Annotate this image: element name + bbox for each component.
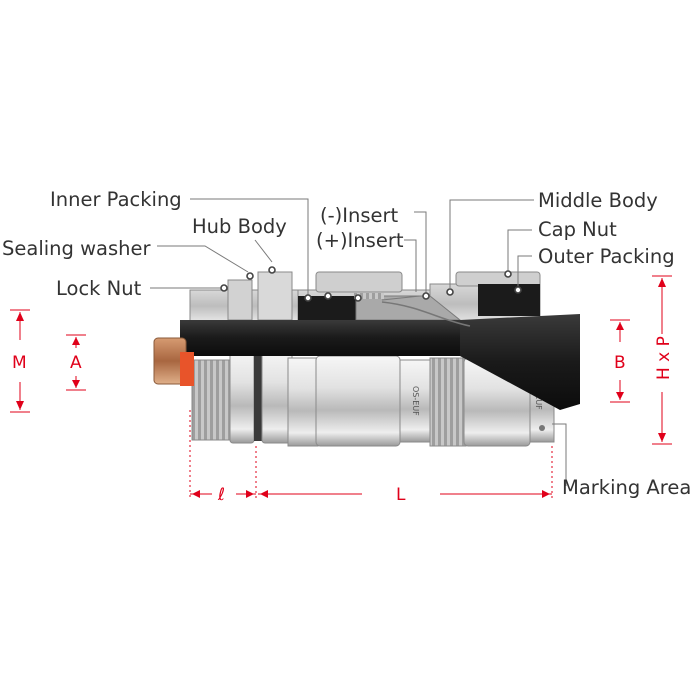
label-inner-packing: Inner Packing: [50, 188, 182, 211]
dim-label-m: M: [12, 353, 27, 373]
gland-body: OS-EUF OS-EUF: [191, 349, 555, 447]
callout-dots: [220, 266, 522, 302]
arrow-m-bottom: [16, 401, 24, 410]
marking-text-1: OS-EUF: [411, 386, 420, 416]
dim-label-hxp: H x P: [654, 336, 674, 380]
cable-wires: [381, 301, 471, 327]
cable: [153, 301, 580, 410]
leader-hub-body: [254, 239, 273, 263]
label-pos-insert: (+)Insert: [316, 229, 404, 252]
lock-nut-part: [229, 349, 255, 444]
dot-lock-nut: [220, 284, 228, 292]
insert-thread: [354, 293, 384, 299]
label-hub-body: Hub Body: [192, 215, 287, 238]
arrow-l-small-right: [246, 490, 254, 498]
arrow-hxp-top: [658, 278, 666, 287]
marking-dot: [539, 425, 545, 431]
arrow-b-top: [616, 322, 624, 330]
middle-body-hex: [315, 355, 401, 447]
leader-middle-body: [449, 199, 534, 288]
label-neg-insert: (-)Insert: [320, 204, 399, 227]
dot-outer-packing: [514, 286, 522, 294]
dot-hub-body: [268, 266, 276, 274]
label-sealing-washer: Sealing washer: [2, 237, 152, 260]
leader-pos-insert: [404, 239, 417, 292]
dot-sealing-washer: [246, 272, 254, 280]
leader-insert-arrow: [381, 295, 421, 301]
arrow-b-bottom: [616, 392, 624, 400]
leader-outer-packing: [517, 255, 532, 286]
arrow-a-top: [72, 337, 80, 345]
dot-inner-packing-2: [324, 292, 332, 300]
dot-insert-left: [354, 294, 362, 302]
cap-nut-top: [455, 271, 541, 287]
dimension-arrows: [16, 278, 666, 498]
leader-inner-packing: [190, 198, 309, 295]
component-labels: Inner Packing Hub Body Sealing washer Lo…: [2, 188, 691, 499]
dim-label-l-big: L: [396, 485, 406, 505]
extension-lines: [189, 410, 553, 500]
cutaway-section: [189, 271, 541, 332]
lock-nut-top: [227, 279, 253, 321]
dot-inner-packing: [304, 294, 312, 302]
dot-middle-body: [446, 288, 454, 296]
label-marking-area: Marking Area: [562, 476, 691, 499]
arrow-l-big-right: [542, 490, 550, 498]
label-lock-nut: Lock Nut: [56, 277, 142, 300]
orange-sleeve: [180, 352, 194, 386]
entry-thread: [191, 359, 233, 441]
arrow-l-small-left: [192, 490, 200, 498]
sealing-washer-part: [254, 356, 262, 441]
dim-label-a: A: [70, 353, 82, 373]
arrow-m-top: [16, 312, 24, 321]
label-outer-packing: Outer Packing: [538, 245, 675, 268]
dot-neg-insert: [422, 292, 430, 300]
leader-marking-area: [552, 423, 567, 486]
dimension-labels: M A B H x P ℓ L: [12, 336, 674, 505]
label-middle-body: Middle Body: [538, 189, 658, 212]
leader-lines: [150, 198, 567, 486]
arrow-a-bottom: [72, 380, 80, 388]
dot-cap-nut: [504, 270, 512, 278]
middle-body-top: [315, 271, 403, 293]
leader-cap-nut: [507, 229, 532, 272]
coupling-ribs: [429, 357, 467, 447]
arrow-l-big-left: [260, 490, 268, 498]
dim-label-l-small: ℓ: [217, 485, 225, 505]
cable-armor: [460, 314, 580, 410]
label-cap-nut: Cap Nut: [538, 218, 617, 241]
hub-body-top: [257, 271, 293, 321]
outer-packing-part: [478, 284, 540, 316]
arrow-hxp-bottom: [658, 433, 666, 442]
leader-sealing-washer: [157, 245, 249, 273]
leader-neg-insert: [414, 211, 427, 293]
middle-body-part: [287, 357, 319, 447]
dim-label-b: B: [614, 353, 626, 373]
